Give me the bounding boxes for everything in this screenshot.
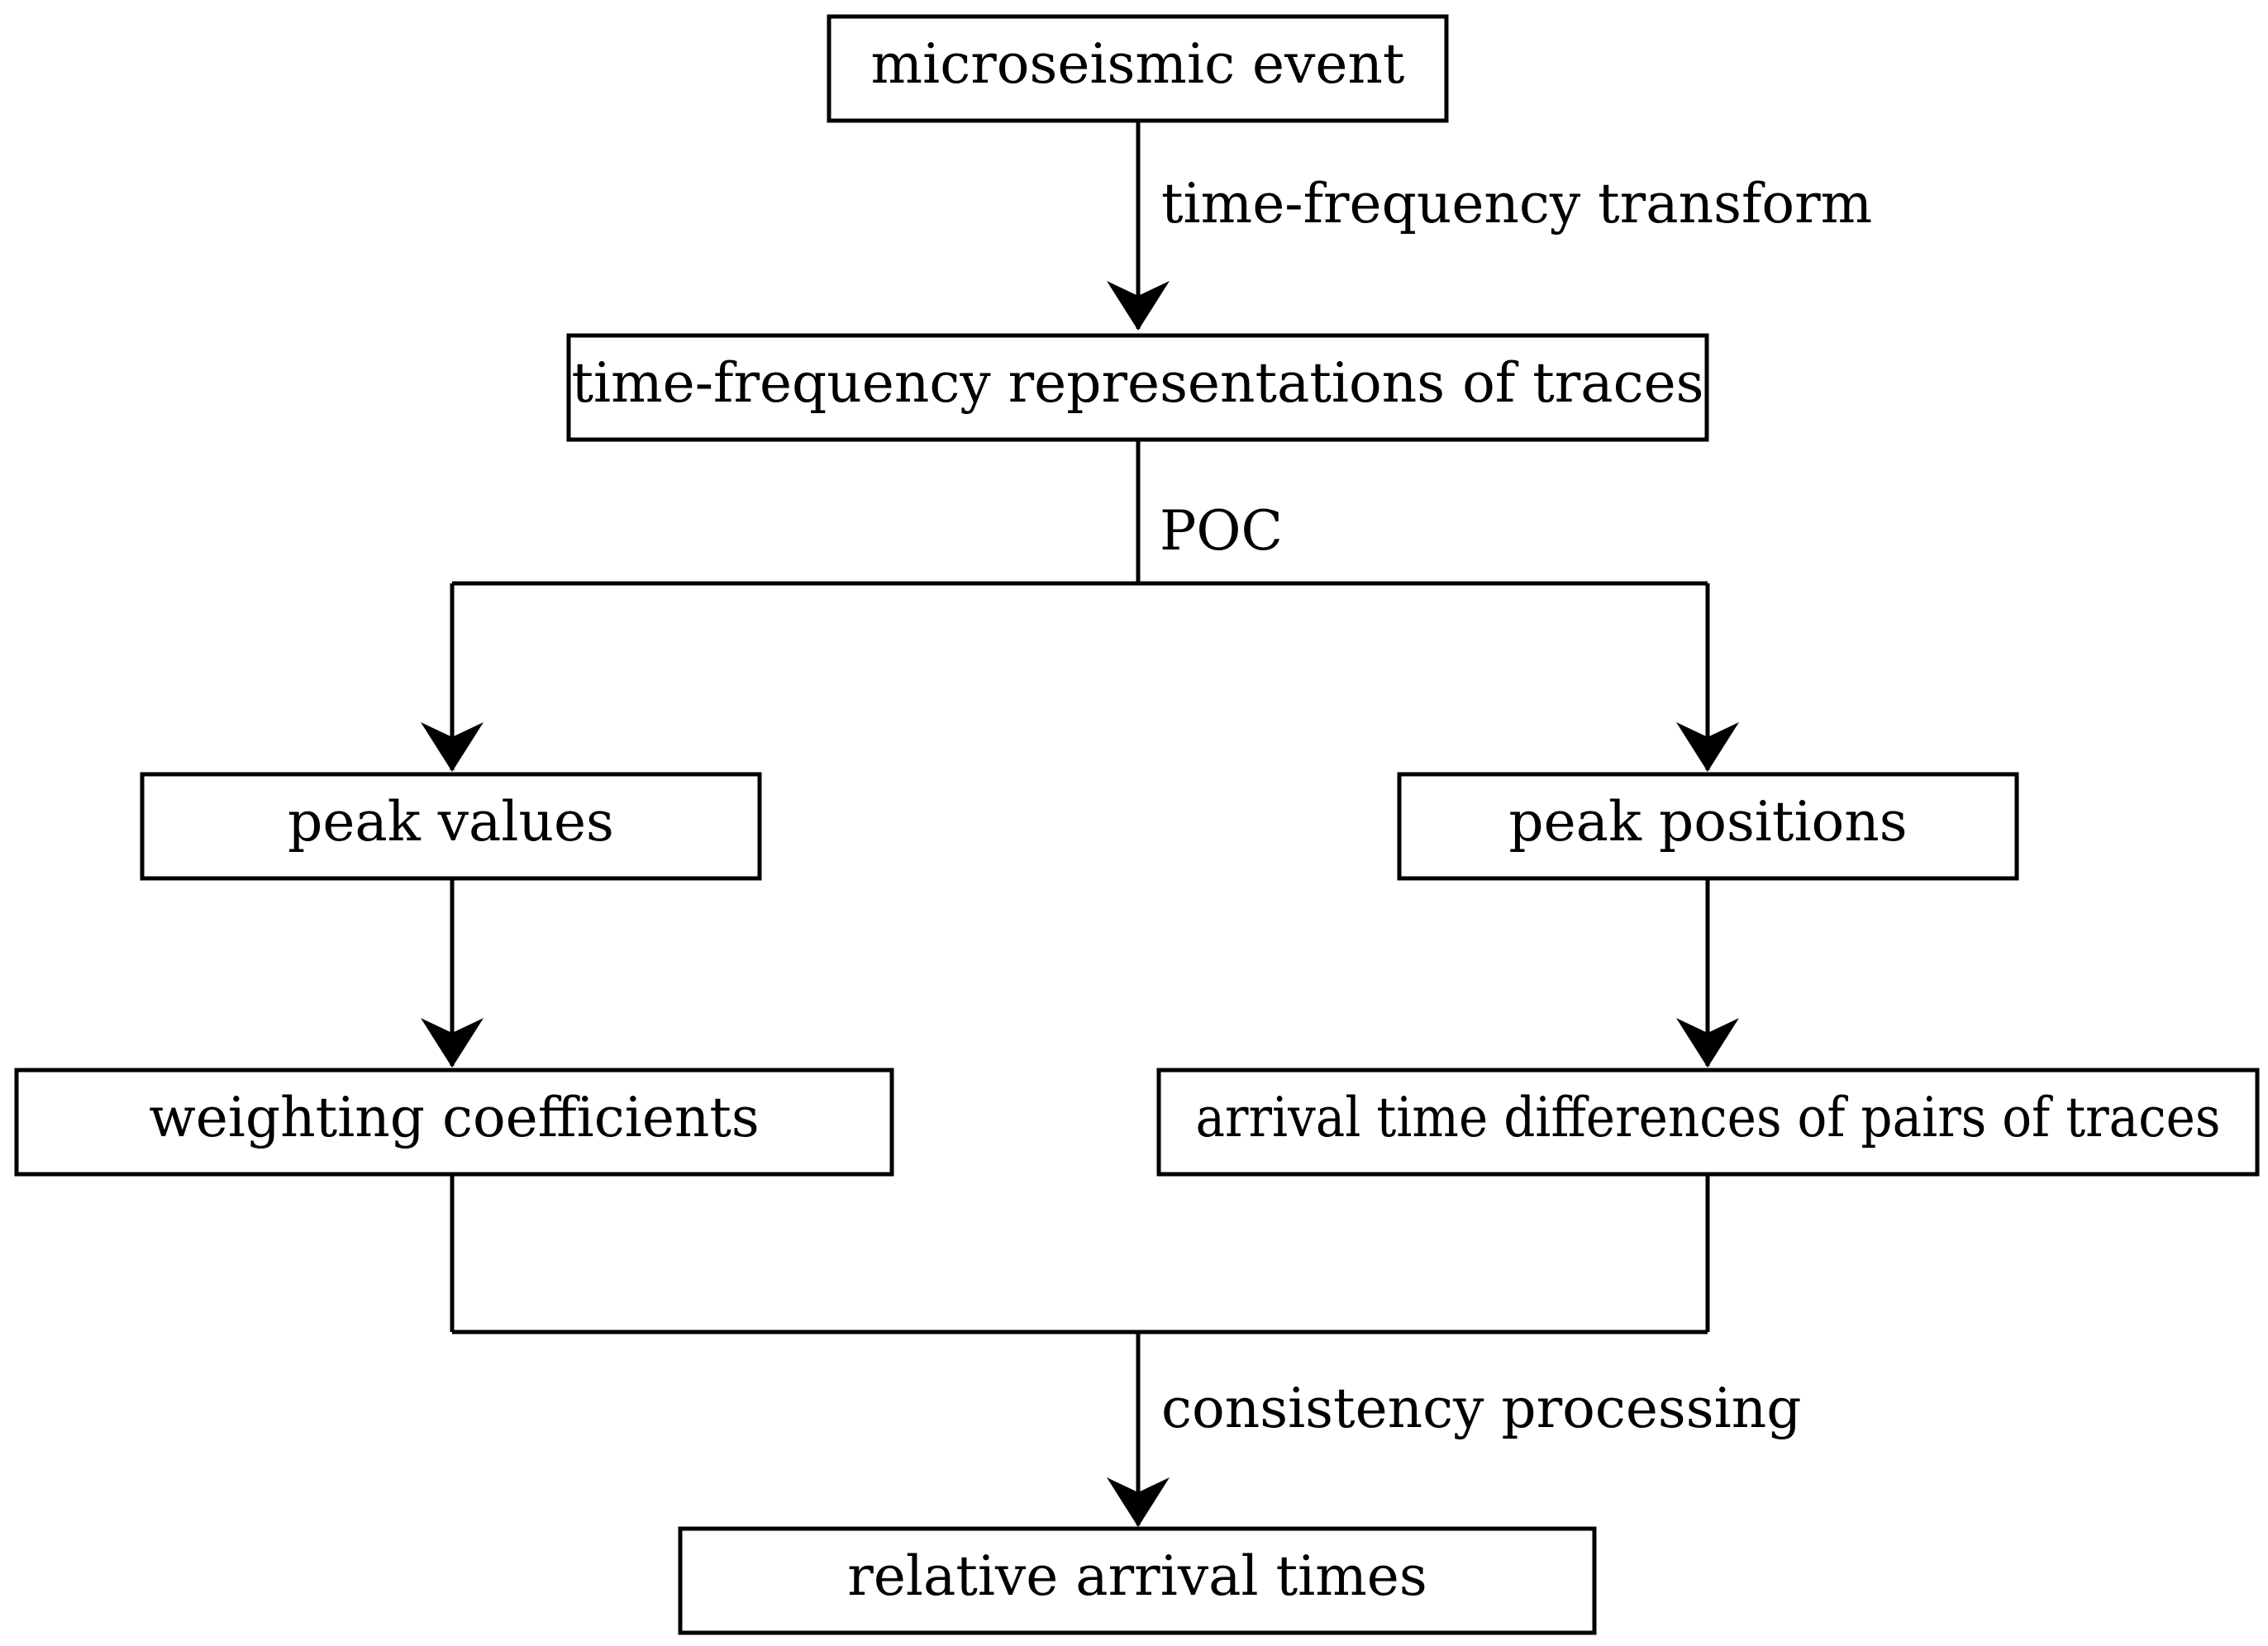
text-peak-positions: peak positions	[1508, 790, 1907, 854]
node-relative-arrival-times: relative arrival times	[678, 1526, 1597, 1635]
text-tf-representations: time-frequency representations of traces	[571, 351, 1703, 415]
edge-labels: time-frequency transform POC consistency…	[1160, 172, 1872, 1440]
node-microseismic-event: microseismic event	[827, 14, 1449, 123]
label-poc: POC	[1160, 499, 1283, 563]
box-microseismic-event	[827, 14, 1449, 123]
box-peak-positions	[1397, 772, 2019, 881]
node-tf-representations: time-frequency representations of traces	[566, 333, 1709, 442]
connectors	[421, 121, 1739, 1527]
box-relative-arrival-times	[678, 1526, 1597, 1635]
node-weighting-coefficients: weighting coefficients	[14, 1068, 894, 1177]
box-peak-values	[140, 772, 762, 881]
box-arrival-time-differences	[1156, 1068, 2260, 1177]
box-weighting-coefficients	[14, 1068, 894, 1177]
text-peak-values: peak values	[288, 790, 614, 854]
text-microseismic-event: microseismic event	[871, 32, 1405, 96]
node-peak-values: peak values	[140, 772, 762, 881]
text-relative-arrival-times: relative arrival times	[847, 1544, 1427, 1608]
node-peak-positions: peak positions	[1397, 772, 2019, 881]
node-arrival-time-differences: arrival time differences of pairs of tra…	[1156, 1068, 2260, 1177]
text-weighting-coefficients: weighting coefficients	[149, 1086, 760, 1149]
label-consistency-processing: consistency processing	[1161, 1377, 1802, 1440]
text-arrival-time-differences: arrival time differences of pairs of tra…	[1196, 1086, 2221, 1149]
box-tf-representations	[566, 333, 1709, 442]
label-time-frequency-transform: time-frequency transform	[1161, 172, 1872, 235]
